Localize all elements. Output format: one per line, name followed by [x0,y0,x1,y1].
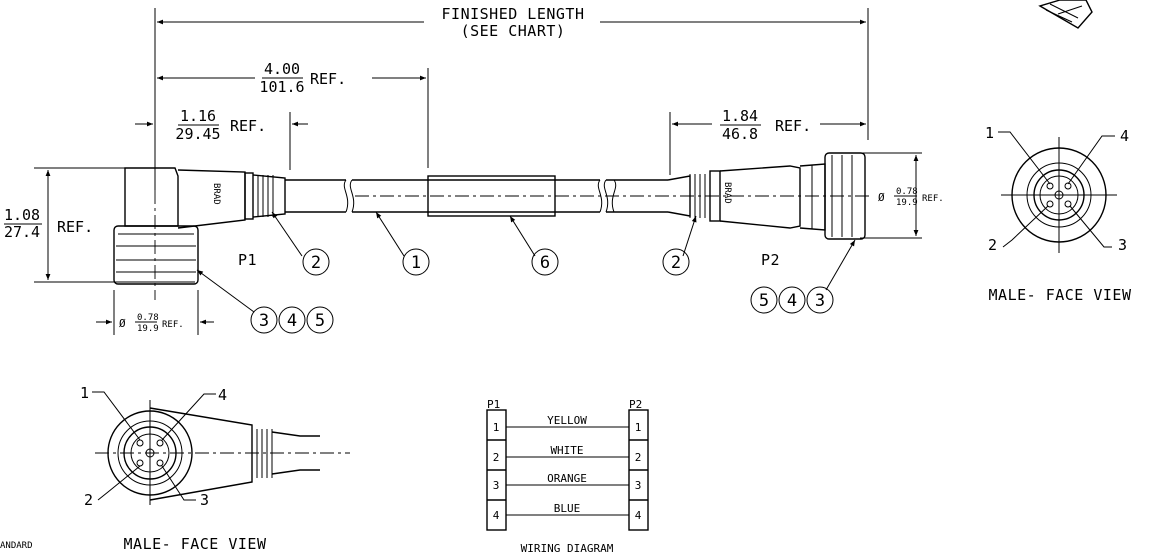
dimension-1-16: 1.16 29.45 REF. [135,107,308,170]
wiring-diagram: P1 P2 1 YELLOW 1 2 WHITE 2 3 ORANGE 3 4 [486,398,649,555]
brad-mark-left: BRAD [211,183,221,205]
face-right-pin-2: 2 [988,236,998,254]
face-left-title: MALE- FACE VIEW [124,535,267,553]
face-view-left: 1 2 3 4 MALE- FACE VIEW [80,384,350,553]
left-connector: BRAD [113,40,286,300]
wiring-color: WHITE [550,444,583,457]
dim-108-bottom: 27.4 [4,223,40,241]
callouts: 2 1 6 2 3 4 5 5 4 3 [196,211,856,334]
brad-mark-right: BRAD [722,182,732,204]
dia-left-bottom: 19.9 [137,324,159,334]
dia-left-ref: REF. [162,320,184,330]
callout-2-left: 2 [311,253,321,273]
connector-thumbnail [1038,0,1093,29]
wiring-pin-right: 4 [635,509,642,522]
wiring-color: ORANGE [547,472,587,485]
dim-116-top: 1.16 [180,107,216,125]
dim-184-bottom: 46.8 [722,125,758,143]
callout-6: 6 [540,253,550,273]
callout-right-4: 4 [787,291,797,311]
dimension-1-84: 1.84 46.8 REF. [669,107,866,175]
dia-right-ref: REF. [922,194,944,204]
diameter-left: Ø 0.78 19.9 REF. [96,290,214,335]
wiring-pin-left: 3 [493,479,500,492]
wiring-pin-left: 1 [493,421,500,434]
cable [285,175,668,217]
wiring-title: WIRING DIAGRAM [521,542,614,555]
dimension-4-00: 4.00 101.6 REF. [157,60,429,168]
wiring-color: BLUE [554,502,581,515]
callout-left-5: 5 [315,311,325,331]
dim-184-ref: REF. [775,117,811,135]
corner-text: ANDARD [0,541,33,551]
dim-116-bottom: 29.45 [175,125,220,143]
wiring-row: 3 ORANGE 3 [493,472,642,492]
finished-length-label: FINISHED LENGTH [442,5,585,23]
dia-right-bottom: 19.9 [896,198,918,208]
wiring-color: YELLOW [547,414,587,427]
dia-left-top: 0.78 [137,313,159,323]
wiring-pin-left: 4 [493,509,500,522]
p1-label: P1 [238,251,257,269]
wiring-row: 4 BLUE 4 [493,502,642,522]
callout-left-3: 3 [259,311,269,331]
wiring-pin-left: 2 [493,451,500,464]
callout-2-right: 2 [671,253,681,273]
callout-right-5: 5 [759,291,769,311]
callout-1: 1 [411,253,421,273]
dia-right-top: 0.78 [896,187,918,197]
wiring-pin-right: 3 [635,479,642,492]
face-view-right: 1 2 3 4 MALE- FACE VIEW [985,124,1132,304]
finished-length-dimension: FINISHED LENGTH (SEE CHART) [154,5,869,190]
dim-108-top: 1.08 [4,206,40,224]
dim-4-ref: REF. [310,70,346,88]
dim-184-top: 1.84 [722,107,758,125]
wiring-header-p2: P2 [629,398,642,411]
dim-4-bottom: 101.6 [259,78,304,96]
wiring-header-p1: P1 [487,398,500,411]
wiring-row: 1 YELLOW 1 [493,414,642,434]
callout-left-4: 4 [287,311,297,331]
dia-left-symbol: Ø [119,317,126,330]
wiring-pin-right: 2 [635,451,642,464]
face-right-pin-1: 1 [985,124,995,142]
face-left-pin-3: 3 [200,491,210,509]
dimension-1-08: 1.08 27.4 REF. [4,167,195,283]
face-left-pin-1: 1 [80,384,90,402]
diameter-right: Ø 0.78 19.9 REF. [860,152,944,239]
p2-label: P2 [761,251,780,269]
cable-assembly: BRAD [113,40,870,300]
face-right-pin-3: 3 [1118,236,1128,254]
callout-right-3: 3 [815,291,825,311]
wiring-row: 2 WHITE 2 [493,444,642,464]
face-right-pin-4: 4 [1120,127,1130,145]
face-right-title: MALE- FACE VIEW [989,286,1132,304]
dim-108-ref: REF. [57,218,93,236]
face-left-pin-4: 4 [218,386,228,404]
dia-right-symbol: Ø [878,191,885,204]
dim-4-top: 4.00 [264,60,300,78]
see-chart-label: (SEE CHART) [461,22,566,40]
wiring-pin-right: 1 [635,421,642,434]
dim-116-ref: REF. [230,117,266,135]
face-left-pin-2: 2 [84,491,94,509]
